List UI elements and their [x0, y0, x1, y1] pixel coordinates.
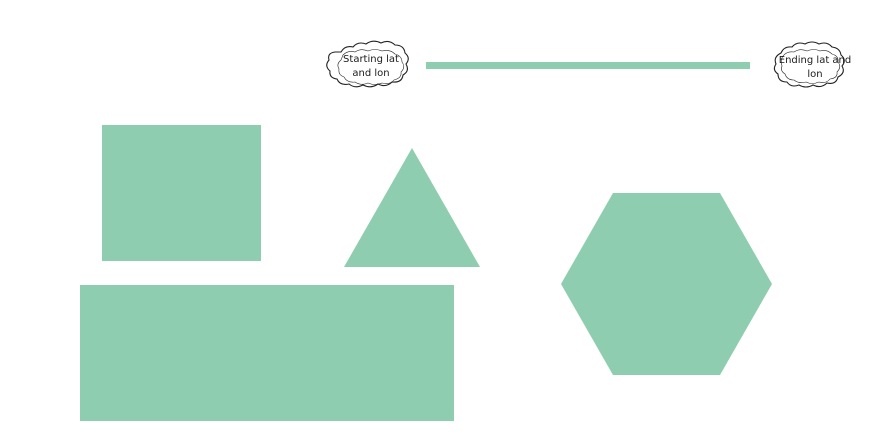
rectangle-shape[interactable]: [80, 285, 454, 421]
end-cloud-inner: [780, 49, 841, 84]
end-cloud-shape: [773, 41, 845, 88]
triangle-shape[interactable]: [344, 148, 480, 267]
square-shape[interactable]: [102, 125, 261, 261]
start-marker-line1: Starting lat: [343, 54, 399, 65]
end-marker-line2: lon: [807, 69, 822, 80]
start-marker-line2: and lon: [352, 68, 389, 79]
start-cloud-inner: [337, 49, 405, 85]
start-cloud-shape: [326, 40, 409, 88]
route-line[interactable]: [426, 62, 750, 69]
hexagon-shape[interactable]: [561, 193, 772, 375]
end-marker[interactable]: Ending lat and lon: [773, 41, 851, 88]
start-marker[interactable]: Starting lat and lon: [326, 40, 409, 88]
end-marker-line1: Ending lat and: [779, 55, 851, 66]
